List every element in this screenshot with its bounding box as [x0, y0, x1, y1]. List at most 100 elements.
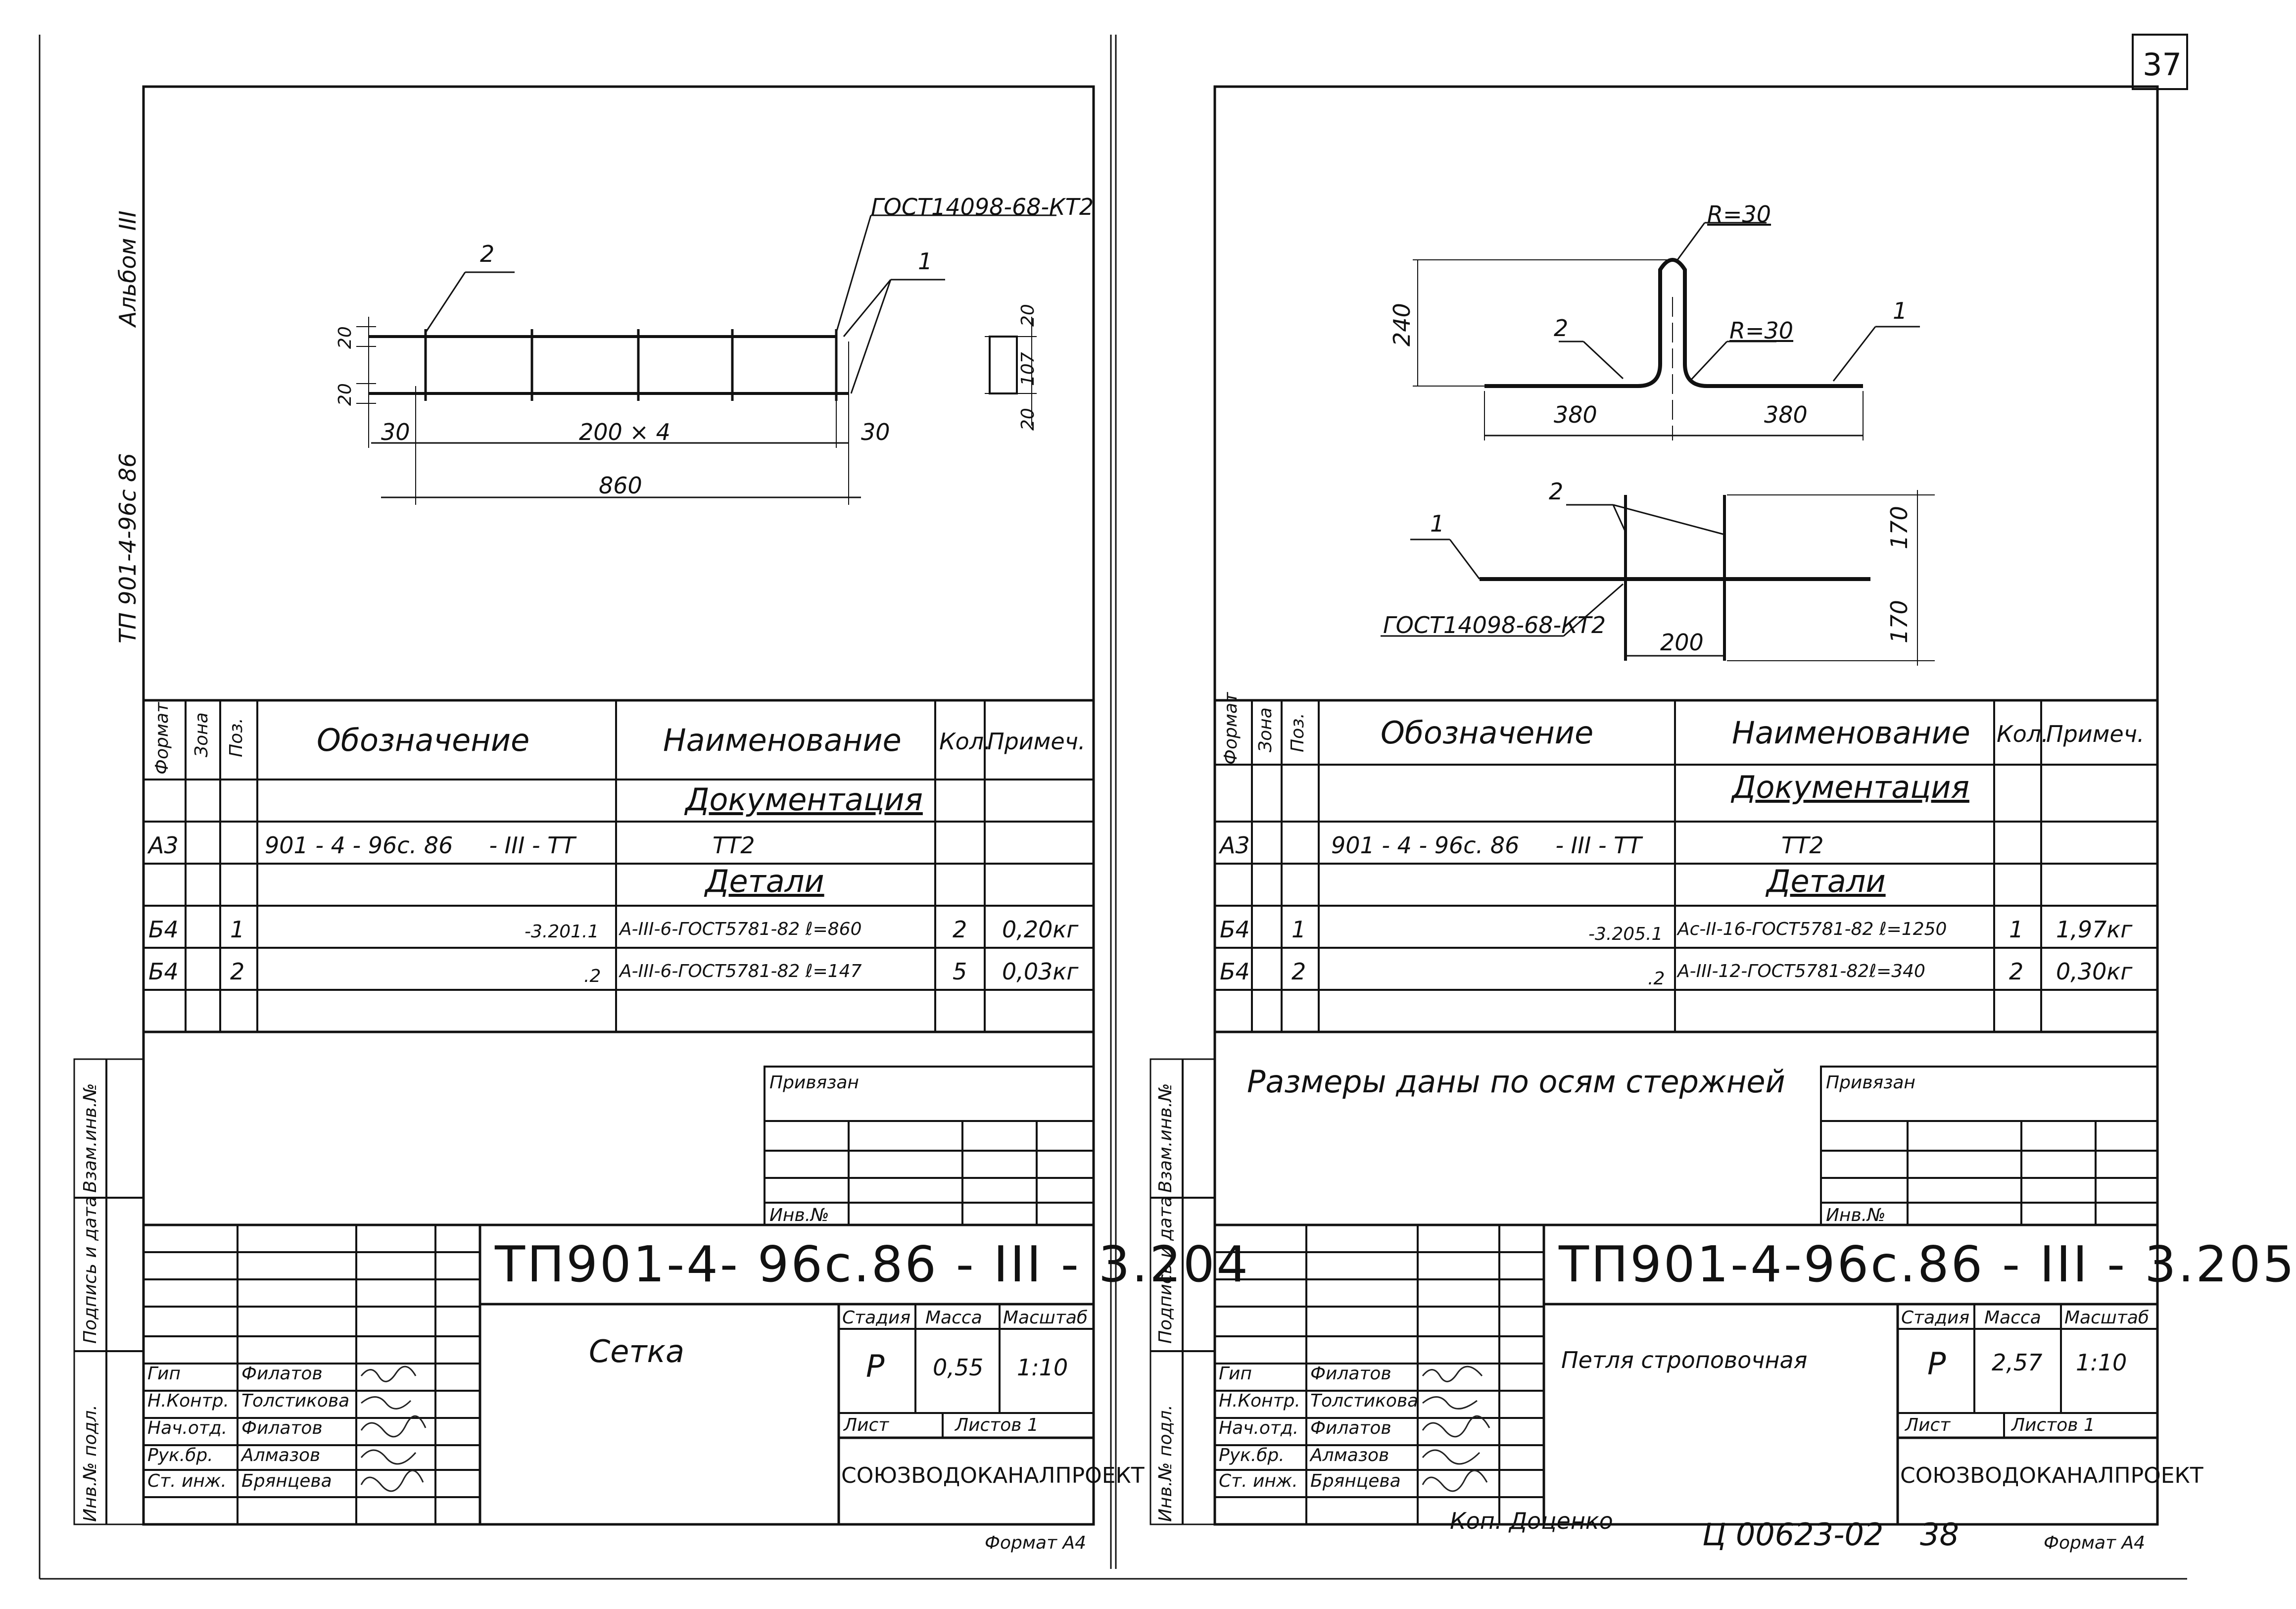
right-dim-200: 200 — [1660, 629, 1704, 656]
right-section-doc: Документация — [1732, 769, 1969, 805]
left-th-note: Примеч. — [987, 728, 1086, 755]
left-stamp-vzam-inv: Взам.инв.№ — [80, 1083, 100, 1193]
drawing-linework — [39, 34, 2188, 1580]
left-stamp-inv-podl: Инв.№ подл. — [80, 1405, 100, 1522]
right-org: СОЮЗВОДОКАНАЛПРОЕКТ — [1900, 1463, 2203, 1488]
left-dim-30-right: 30 — [861, 419, 890, 445]
left-section-107: 107 — [1018, 352, 1038, 386]
left-row2-format: Б4 — [148, 958, 179, 985]
left-stamp-signature-date: Подпись и дата — [80, 1196, 100, 1344]
right-scale: 1:10 — [2076, 1349, 2127, 1376]
right-gost-label: ГОСТ14098-68-КТ2 — [1383, 612, 1606, 638]
left-stage-header: Стадия — [842, 1308, 911, 1328]
left-signer-4-name: Алмазов — [241, 1445, 321, 1465]
right-dim-170-top: 170 — [1886, 506, 1913, 549]
left-row1-qty: 2 — [953, 916, 967, 943]
left-section-20-bottom: 20 — [1018, 408, 1038, 431]
right-stamp-signature-date: Подпись и дата — [1155, 1196, 1176, 1344]
right-sheets-label: Листов 1 — [2011, 1415, 2095, 1435]
right-plan-callout-1: 1 — [1430, 510, 1445, 537]
right-r-top: R=30 — [1707, 201, 1771, 228]
left-mass-header: Масса — [925, 1308, 982, 1328]
right-row2-pos: 2 — [1292, 958, 1306, 985]
left-row1-designation: -3.201.1 — [525, 922, 599, 942]
bottom-code: Ц 00623-02 — [1702, 1516, 1884, 1553]
right-th-note: Примеч. — [2046, 721, 2145, 747]
left-row1-format: Б4 — [148, 916, 179, 943]
left-th-qty: Кол. — [939, 728, 991, 755]
left-th-name: Наименование — [663, 722, 902, 758]
left-sheets-label: Листов 1 — [955, 1415, 1039, 1435]
left-th-designation: Обозначение — [317, 722, 530, 758]
right-r-mid: R=30 — [1729, 317, 1794, 344]
right-row2-format: Б4 — [1220, 958, 1250, 985]
left-row2-designation: .2 — [584, 966, 601, 986]
left-section-20-top: 20 — [1018, 304, 1038, 327]
right-stage-header: Стадия — [1901, 1308, 1970, 1328]
right-signer-4-name: Алмазов — [1310, 1445, 1389, 1465]
right-signer-3-role: Нач.отд. — [1219, 1418, 1299, 1438]
left-row2-name: А-III-6-ГОСТ5781-82 ℓ=147 — [620, 961, 862, 981]
right-frame — [1149, 85, 2159, 1526]
left-signer-5-role: Ст. инж. — [147, 1471, 227, 1491]
left-dim-total: 860 — [599, 472, 642, 499]
right-callout-1: 1 — [1893, 297, 1908, 324]
right-signer-4-role: Рук.бр. — [1219, 1445, 1285, 1465]
right-scale-header: Масштаб — [2064, 1308, 2150, 1328]
left-row2-qty: 5 — [953, 958, 967, 985]
project-code-vertical: ТП 901-4-96с 86 — [114, 453, 141, 643]
right-row2-qty: 2 — [2009, 958, 2024, 985]
right-row2-name: А-III-12-ГОСТ5781-82ℓ=340 — [1677, 961, 1925, 981]
right-doc-designation: 901 - 4 - 96с. 86 - III - ТТ — [1331, 832, 1642, 859]
left-signer-1-role: Гип — [147, 1364, 181, 1384]
left-section-parts: Детали — [705, 863, 824, 899]
left-row1-name: А-III-6-ГОСТ5781-82 ℓ=860 — [620, 919, 862, 939]
right-dim-380-left: 380 — [1554, 401, 1597, 428]
left-callout-1: 1 — [918, 248, 933, 275]
right-section-parts: Детали — [1767, 863, 1886, 899]
right-doc-format: А3 — [1220, 832, 1250, 859]
right-signer-3-name: Филатов — [1310, 1418, 1391, 1438]
right-title: Петля строповочная — [1561, 1347, 1808, 1373]
left-format: Формат А4 — [985, 1533, 1087, 1553]
left-signatures-icon — [360, 1365, 427, 1492]
right-th-zone: Зона — [1255, 707, 1276, 752]
left-signer-3-role: Нач.отд. — [147, 1418, 228, 1438]
copy-label: Коп. Доценко — [1450, 1508, 1613, 1534]
left-stage: Р — [866, 1348, 885, 1384]
left-doc-format: А3 — [148, 832, 179, 859]
right-stamp-vzam-inv: Взам.инв.№ — [1155, 1083, 1176, 1193]
right-mass: 2,57 — [1992, 1349, 2043, 1376]
left-th-zone: Зона — [191, 712, 212, 757]
left-scale: 1:10 — [1017, 1354, 1068, 1381]
right-row1-designation: -3.205.1 — [1588, 924, 1663, 944]
left-signer-5-name: Брянцева — [241, 1471, 332, 1491]
left-section-doc: Документация — [685, 781, 923, 818]
right-sheet-label: Лист — [1905, 1415, 1951, 1435]
right-row2-designation: .2 — [1648, 969, 1665, 989]
right-th-name: Наименование — [1732, 715, 1970, 751]
right-privyazan: Привязан — [1826, 1073, 1915, 1093]
right-row1-name: Ас-II-16-ГОСТ5781-82 ℓ=1250 — [1677, 919, 1947, 939]
left-dim-pitch: 200 × 4 — [579, 419, 670, 445]
left-inv-no: Инв.№ — [769, 1205, 829, 1225]
right-row1-note: 1,97кг — [2056, 916, 2133, 943]
left-signer-4-role: Рук.бр. — [147, 1445, 213, 1465]
album-label: Альбом III — [114, 210, 141, 327]
page-number: 37 — [2143, 47, 2182, 83]
right-th-qty: Кол. — [1997, 721, 2049, 747]
right-doc-name: ТТ2 — [1781, 832, 1824, 859]
right-signer-1-name: Филатов — [1310, 1364, 1391, 1384]
left-signer-2-name: Толстикова — [241, 1391, 350, 1411]
right-plan-callout-2: 2 — [1549, 478, 1564, 505]
right-format: Формат А4 — [2044, 1533, 2146, 1553]
left-row2-pos: 2 — [230, 958, 245, 985]
right-callout-2: 2 — [1554, 315, 1569, 341]
left-scale-header: Масштаб — [1003, 1308, 1088, 1328]
right-dim-240: 240 — [1388, 303, 1415, 346]
left-dim-30-left: 30 — [381, 419, 410, 445]
right-mass-header: Масса — [1984, 1308, 2041, 1328]
left-doc-name: ТТ2 — [713, 832, 755, 859]
right-doc-code: ТП901-4-96с.86 - III - 3.205 — [1559, 1235, 2296, 1293]
right-row1-pos: 1 — [1292, 916, 1306, 943]
